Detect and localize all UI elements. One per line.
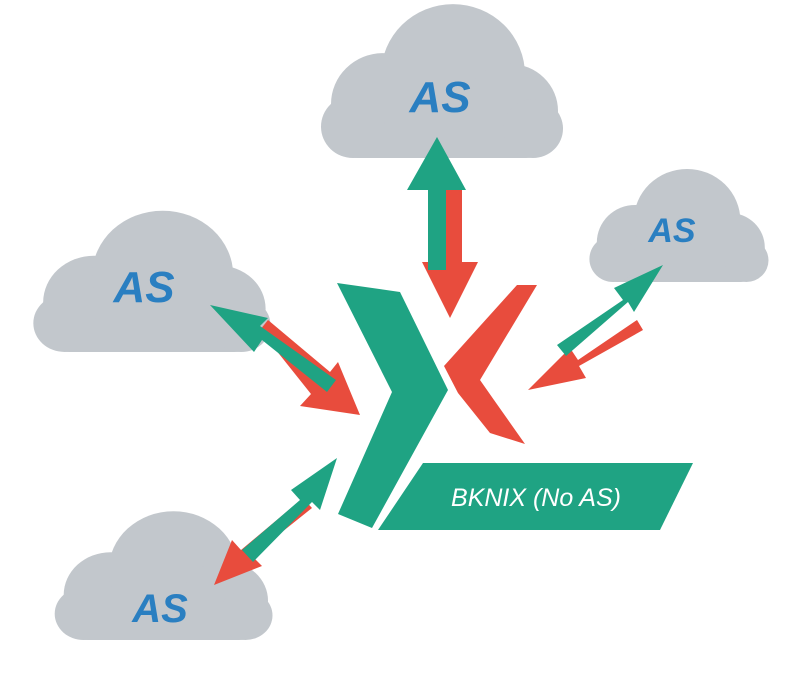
arrow-inbound-right: [528, 320, 643, 390]
arrow-outbound-left: [210, 305, 336, 392]
as-label-top: AS: [408, 73, 470, 122]
arrow-pair-left: [210, 305, 360, 415]
as-label-left: AS: [112, 263, 174, 312]
banner-shape: [378, 463, 693, 530]
arrow-outbound-top: [407, 137, 466, 270]
bknix-banner: BKNIX (No AS): [378, 463, 693, 530]
banner-label: BKNIX (No AS): [451, 484, 621, 512]
bknix-logo: [337, 283, 537, 528]
arrow-outbound-right: [557, 265, 663, 356]
arrow-pair-top: [407, 137, 478, 318]
as-label-right: AS: [647, 212, 696, 250]
as-label-bottom-left: AS: [131, 587, 188, 631]
arrow-pair-right: [528, 265, 663, 390]
arrow-outbound-bottom-left: [242, 458, 337, 562]
logo-green-chevron: [337, 283, 448, 528]
logo-red-chevron: [444, 285, 537, 444]
arrow-inbound-top: [422, 185, 478, 318]
arrow-pair-bottom-left: [214, 458, 337, 585]
